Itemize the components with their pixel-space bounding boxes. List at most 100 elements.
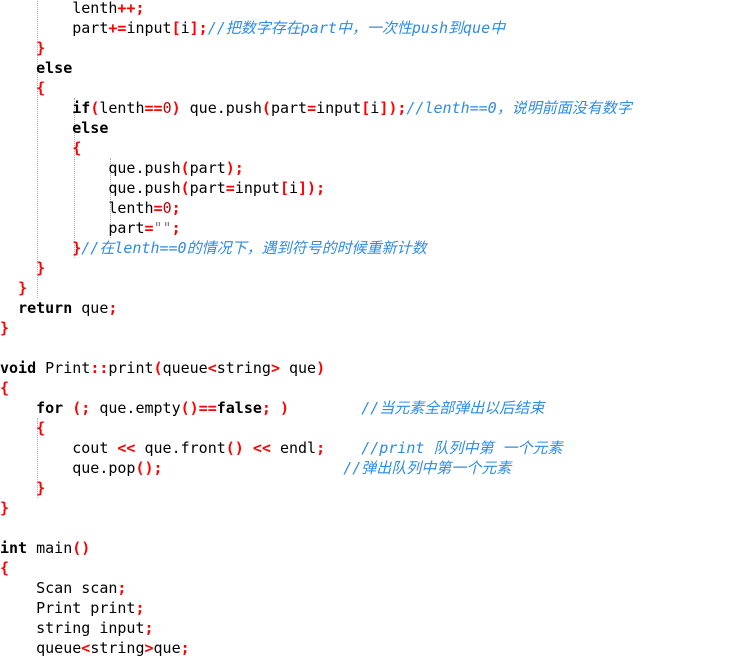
keyword: if (72, 99, 91, 117)
code-text (289, 399, 361, 417)
code-line: for (; que.empty()==false; ) //当元素全部弹出以后… (0, 398, 733, 418)
keyword: else (72, 119, 109, 137)
code-text (0, 99, 72, 117)
code-line: { (0, 418, 733, 438)
code-text (0, 139, 72, 157)
code-line: } (0, 498, 733, 518)
code-text: Print print (0, 599, 136, 617)
operator: (); (135, 459, 163, 477)
code-text: lenth (0, 199, 154, 217)
code-text: string (90, 639, 145, 657)
operator: ; (108, 299, 118, 317)
operator: ; (261, 399, 271, 417)
keyword: void (0, 359, 37, 377)
code-line: } (0, 318, 733, 338)
operator: = (153, 199, 163, 217)
keyword: return (18, 299, 73, 317)
indent-guide-line (37, 0, 38, 298)
code-text: que (153, 639, 181, 657)
operator: == (144, 99, 163, 117)
operator: ) (279, 399, 289, 417)
code-text: i (370, 99, 380, 117)
code-text: string input (0, 619, 145, 637)
operator: } (36, 39, 46, 57)
code-line: } (0, 478, 733, 498)
code-text (0, 479, 36, 497)
code-text: que.push (0, 179, 181, 197)
operator: ]; (189, 19, 208, 37)
code-text: que.push (180, 99, 262, 117)
operator: [ (171, 19, 181, 37)
code-text: cout (0, 439, 118, 457)
code-line: } (0, 258, 733, 278)
code-text: part (189, 179, 226, 197)
code-text (0, 239, 72, 257)
keyword: false (216, 399, 262, 417)
code-text: endl (270, 439, 317, 457)
operator: ; (135, 599, 145, 617)
code-text (63, 399, 72, 417)
code-text: queue (0, 639, 82, 657)
operator: ( (180, 159, 190, 177)
number-literal: 0 (162, 199, 172, 217)
code-comment: //把数字存在part中，一次性push到que中 (207, 19, 506, 37)
code-text (0, 119, 72, 137)
code-text: input (234, 179, 280, 197)
operator: ( (261, 99, 271, 117)
operator: ++; (117, 0, 145, 17)
string-literal: "" (153, 219, 172, 237)
operator: () (72, 539, 91, 557)
code-text: string (216, 359, 271, 377)
code-text: que (72, 299, 109, 317)
operator: << (117, 439, 136, 457)
keyword: for (36, 399, 64, 417)
operator: > (144, 639, 154, 657)
operator: } (36, 479, 46, 497)
code-text: i (180, 19, 190, 37)
operator: > (270, 359, 280, 377)
operator: ; (117, 579, 127, 597)
code-line: que.push(part); (0, 158, 733, 178)
code-line: return que; (0, 298, 733, 318)
code-text: Print (36, 359, 91, 377)
code-text (0, 59, 36, 77)
operator: } (18, 279, 28, 297)
code-text (0, 259, 36, 277)
code-line: if(lenth==0) que.push(part=input[i]);//l… (0, 98, 733, 118)
operator: += (108, 19, 127, 37)
operator: ]); (298, 179, 326, 197)
code-text: que.push (0, 159, 181, 177)
code-text (0, 279, 18, 297)
operator: < (207, 359, 217, 377)
code-text: queue (162, 359, 208, 377)
code-text: que.pop (0, 459, 136, 477)
code-text: Scan scan (0, 579, 118, 597)
code-text: que.empty (90, 399, 181, 417)
operator: } (36, 259, 46, 277)
operator: = (307, 99, 317, 117)
operator: ( (153, 359, 163, 377)
code-text (271, 399, 280, 417)
operator: << (252, 439, 271, 457)
code-line: else (0, 58, 733, 78)
operator: { (36, 79, 46, 97)
indent-guide-line (74, 98, 75, 258)
operator: < (81, 639, 91, 657)
code-text: input (316, 99, 362, 117)
code-text: i (289, 179, 299, 197)
code-line: part+=input[i];//把数字存在part中，一次性push到que中 (0, 18, 733, 38)
code-line: queue<string>que; (0, 638, 733, 658)
code-text: print (108, 359, 154, 377)
operator: } (72, 239, 82, 257)
operator: ; (144, 619, 154, 637)
operator: () (225, 439, 244, 457)
code-line: lenth++; (0, 0, 733, 18)
operator: = (144, 219, 154, 237)
code-line: Scan scan; (0, 578, 733, 598)
code-comment: //lenth==0，说明前面没有数字 (406, 99, 632, 117)
code-line: string input; (0, 618, 733, 638)
code-line: } (0, 278, 733, 298)
operator: ; (171, 199, 181, 217)
